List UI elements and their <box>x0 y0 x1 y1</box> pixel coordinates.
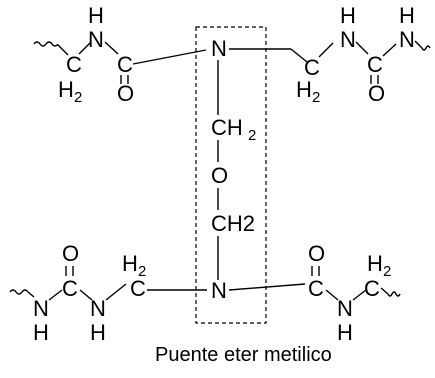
chain-continuation-top-left <box>33 41 59 47</box>
atom-bottom-ch2-right-sub: 2 <box>383 263 391 280</box>
bond-bottom-ncenter-carbonyl <box>228 283 306 291</box>
atom-bottom-carbonyl-right-o: O <box>308 241 325 266</box>
atom-bottom-n-center: N <box>211 278 227 303</box>
bond-top-ch2-right-nh <box>318 42 334 58</box>
atom-top-carbonyl-left-c: C <box>117 52 133 77</box>
bond-top-carbonyl-right-nh <box>382 43 397 57</box>
bridge-highlight-box <box>195 26 267 324</box>
bond-top-carbonyl-ncenter <box>132 49 207 65</box>
bond-top-nh-far-wavy <box>414 40 423 49</box>
atom-bottom-carbonyl-left-o: O <box>62 241 79 266</box>
atom-top-carbonyl-left-o: O <box>117 81 134 106</box>
bond-bottom-carbonyl-right-nh <box>325 289 339 301</box>
atom-bottom-carbonyl-left-c: C <box>62 276 78 301</box>
bond-bottom-carbonyl-nh-mid <box>79 289 93 301</box>
atom-top-nh-right-h: H <box>340 3 356 28</box>
atom-top-carbonyl-right-c: C <box>367 52 383 77</box>
atom-bottom-ch2-right-h: H <box>367 251 383 276</box>
atom-bridge-ch2-lower: CH2 <box>211 211 255 236</box>
bond-top-ch2-right-up <box>290 48 308 63</box>
atom-bottom-nh-left-n: N <box>33 296 49 321</box>
atom-top-ch2-left-h: H <box>58 77 74 102</box>
atom-top-ch2-right-c: C <box>304 55 320 80</box>
atom-bottom-ch2-left-h: H <box>122 251 138 276</box>
atom-bottom-nh-mid-h: H <box>90 320 106 345</box>
atom-top-nh-left-h: H <box>88 3 104 28</box>
atom-top-nh-right-n: N <box>340 27 356 52</box>
atom-bridge-ch2-upper: CH <box>211 115 243 140</box>
diagram-caption: Puente eter metilico <box>155 344 332 366</box>
atom-bottom-nh-right-h: H <box>337 320 353 345</box>
bond-bottom-ch2-right-wavy <box>380 287 389 295</box>
atom-bottom-nh-right-n: N <box>337 296 353 321</box>
atom-bottom-nh-mid-n: N <box>90 296 106 321</box>
chain-continuation-bottom-right <box>387 291 401 297</box>
atom-top-ch2-right-sub: 2 <box>312 89 320 106</box>
chain-continuation-top-right <box>421 45 431 51</box>
bond-top-ch2-nh <box>78 41 92 55</box>
chain-continuation-bottom-left <box>9 289 29 295</box>
bond-top-nh-carbonyl <box>104 41 119 55</box>
bond-bottom-nh-mid-ch2 <box>105 283 127 301</box>
atom-top-n-center: N <box>211 36 227 61</box>
bond-bottom-nh-carbonyl <box>48 289 63 301</box>
atom-top-ch2-right-h: H <box>296 77 312 102</box>
atom-top-ch2-left-sub: 2 <box>74 89 82 106</box>
atom-top-nh-far-n: N <box>399 27 415 52</box>
atom-top-carbonyl-right-o: O <box>368 81 385 106</box>
atom-bridge-ch2-upper-sub: 2 <box>248 127 256 144</box>
atom-bottom-ch2-right-c: C <box>364 276 380 301</box>
atom-top-nh-far-h: H <box>399 3 415 28</box>
bond-top-wavy-ch2 <box>57 44 69 56</box>
bond-bottom-wavy-nh <box>27 291 35 298</box>
bond-top-nh-right-carbonyl <box>355 41 369 55</box>
atom-bottom-ch2-left-c: C <box>130 276 146 301</box>
atom-bottom-ch2-left-sub: 2 <box>138 263 146 280</box>
atom-bottom-nh-left-h: H <box>33 320 49 345</box>
atom-bridge-oxygen: O <box>211 163 228 188</box>
bond-bottom-nh-right-ch2 <box>352 289 367 301</box>
atom-top-ch2-left-c: C <box>66 52 82 77</box>
atom-top-nh-left-n: N <box>88 27 104 52</box>
atom-bottom-carbonyl-right-c: C <box>308 276 324 301</box>
